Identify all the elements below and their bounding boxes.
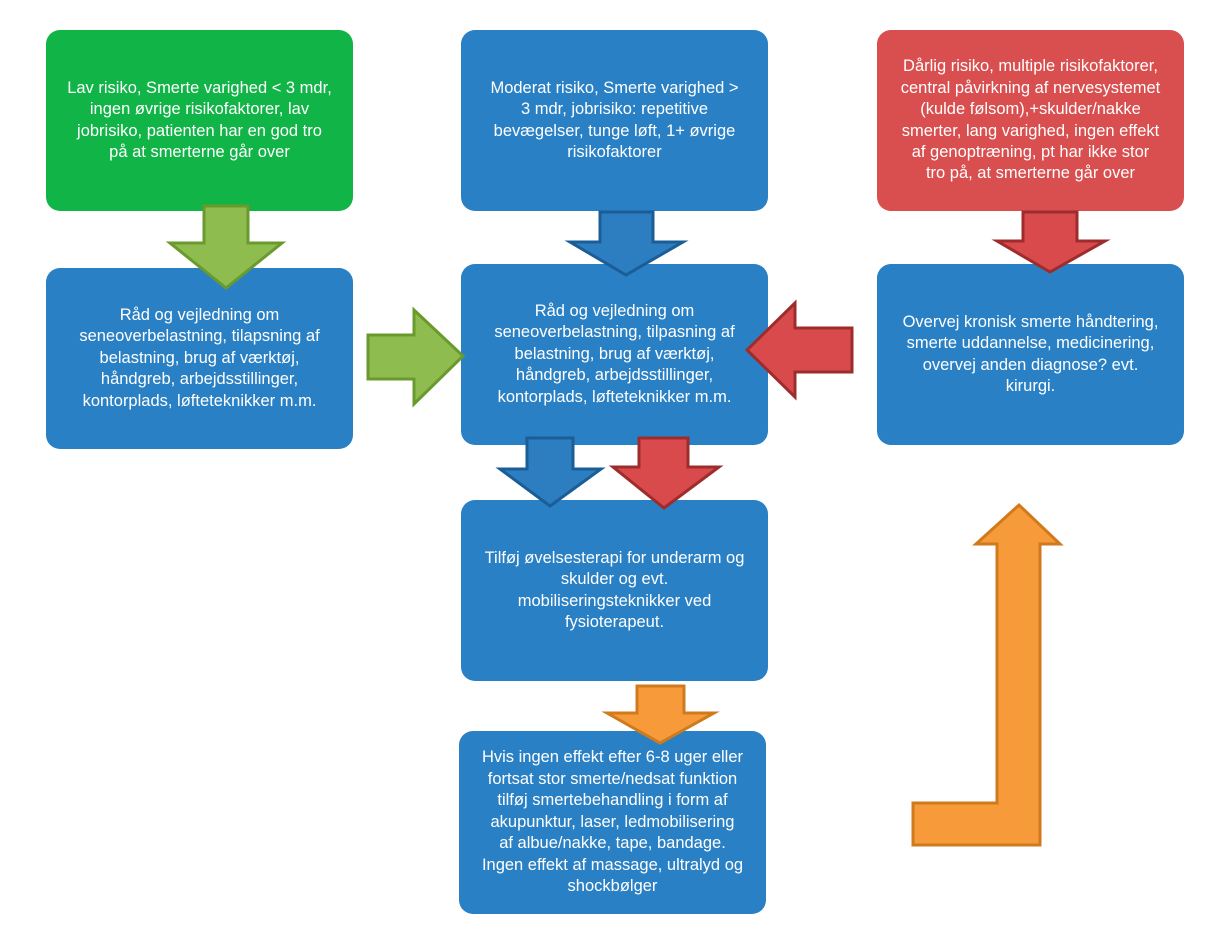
red-left-arrow — [744, 299, 854, 401]
blue-down-arrow-top — [564, 210, 689, 277]
green-down-arrow — [165, 204, 287, 290]
green-right-arrow — [366, 306, 466, 408]
pain-treatment-box: Hvis ingen effekt efter 6-8 uger eller f… — [459, 731, 766, 914]
moderate-risk-box: Moderat risiko, Smerte varighed > 3 mdr,… — [461, 30, 768, 211]
advice-left-box: Råd og vejledning om seneoverbelastning,… — [46, 268, 353, 449]
orange-down-arrow — [601, 684, 720, 745]
advice-center-box: Råd og vejledning om seneoverbelastning,… — [461, 264, 768, 445]
low-risk-box: Lav risiko, Smerte varighed < 3 mdr, ing… — [46, 30, 353, 211]
chronic-pain-box: Overvej kronisk smerte håndtering, smert… — [877, 264, 1184, 445]
red-down-arrow — [991, 210, 1111, 274]
orange-return-arrow — [911, 502, 1064, 847]
blue-down-arrow-bottom — [495, 436, 606, 508]
red-down-arrow-bottom — [608, 436, 724, 510]
exercise-therapy-box: Tilføj øvelsesterapi for underarm og sku… — [461, 500, 768, 681]
high-risk-box: Dårlig risiko, multiple risikofaktorer, … — [877, 30, 1184, 211]
